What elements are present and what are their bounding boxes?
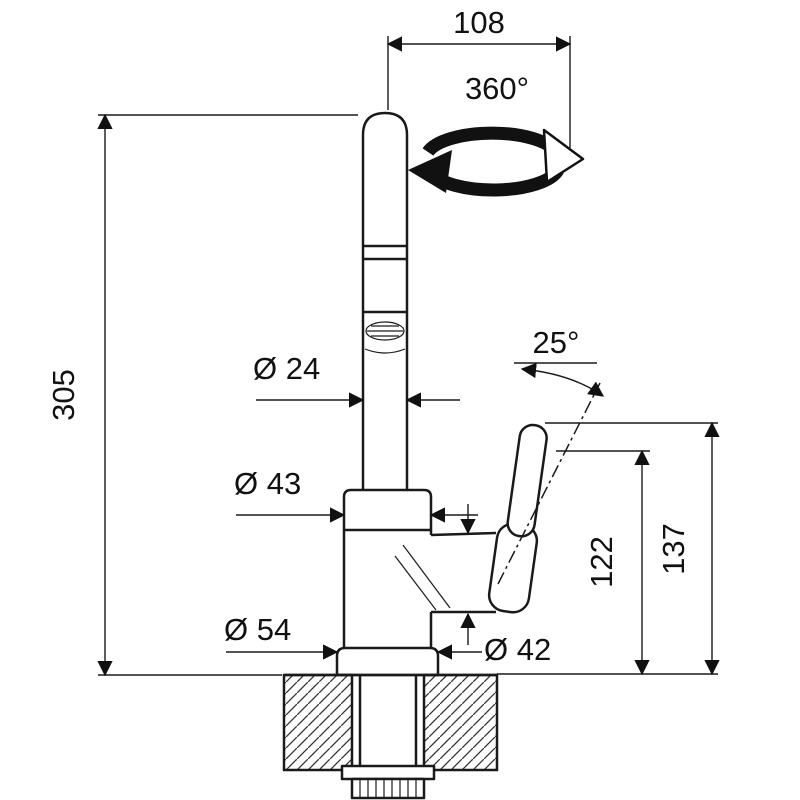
dim-top-width: 108 bbox=[386, 5, 572, 148]
dim-label-spout-diameter: Ø 24 bbox=[253, 351, 320, 386]
dim-height: 305 bbox=[46, 113, 358, 677]
dim-body-diameter: Ø 43 bbox=[234, 466, 478, 523]
countertop-right-block bbox=[422, 673, 499, 772]
base-flange bbox=[335, 646, 440, 677]
rotation-arrow-open-icon bbox=[542, 128, 585, 184]
valve-cap bbox=[487, 522, 539, 614]
dim-spout-diameter: Ø 24 bbox=[253, 351, 460, 408]
countertop-left-block bbox=[282, 673, 354, 772]
faucet-body bbox=[342, 488, 497, 648]
dim-handle-angle: 25° bbox=[514, 325, 605, 397]
faucet-handle bbox=[506, 423, 548, 538]
dim-outlet-height: 137 bbox=[497, 421, 720, 676]
dim-label-body-diameter: Ø 43 bbox=[234, 466, 301, 501]
rotation-indicator bbox=[408, 126, 585, 197]
handle-axis-line bbox=[497, 382, 601, 585]
dim-handle-height: 122 bbox=[556, 449, 650, 676]
faucet-spout bbox=[361, 111, 409, 492]
dim-base-diameter: Ø 54 bbox=[224, 612, 482, 660]
mounting-section bbox=[282, 673, 499, 800]
dimension-annotations: 108 360° 305 Ø 24 Ø 43 Ø 54 bbox=[46, 5, 720, 677]
dim-valve-diameter: Ø 42 bbox=[460, 504, 551, 667]
dim-label-valve-diameter: Ø 42 bbox=[484, 632, 551, 667]
dim-label-height: 305 bbox=[46, 369, 81, 421]
aerator bbox=[363, 310, 407, 354]
faucet-outline bbox=[335, 111, 601, 677]
mounting-nut bbox=[350, 777, 426, 800]
spout-joint bbox=[363, 244, 407, 261]
rotation-arc-bottom bbox=[424, 166, 564, 197]
rotation-arrow-solid-icon bbox=[408, 150, 452, 193]
dim-label-outlet-height: 137 bbox=[656, 523, 691, 575]
dim-label-top-width: 108 bbox=[453, 5, 505, 40]
rotation-arc-top bbox=[422, 126, 562, 157]
dim-label-handle-angle: 25° bbox=[533, 325, 580, 360]
dim-label-base-diameter: Ø 54 bbox=[224, 612, 291, 647]
mounting-washer bbox=[340, 764, 436, 781]
dim-label-handle-height: 122 bbox=[584, 536, 619, 588]
mounting-shank bbox=[358, 675, 418, 766]
dim-label-rotation: 360° bbox=[465, 71, 529, 106]
